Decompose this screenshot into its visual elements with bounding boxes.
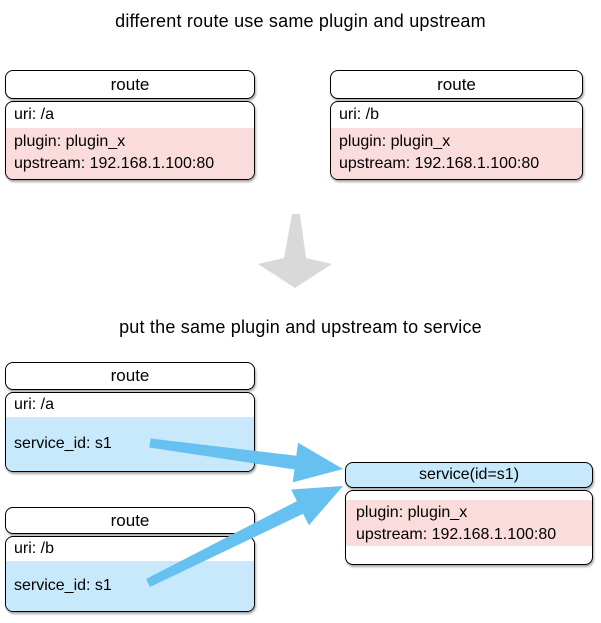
bottom-route-a-header: route (5, 362, 255, 390)
top-route-b-header-label: route (437, 74, 476, 94)
top-route-a-upstream: upstream: 192.168.1.100:80 (14, 155, 215, 172)
bottom-route-b-uri: uri: /b (14, 540, 55, 557)
bottom-route-a-body: uri: /a service_id: s1 (5, 392, 255, 472)
top-route-b-plugin: plugin: plugin_x (339, 133, 451, 150)
bottom-route-b-service-id: service_id: s1 (14, 577, 112, 594)
top-section-title: different route use same plugin and upst… (115, 11, 486, 31)
bottom-route-a-service-id-section: service_id: s1 (6, 417, 254, 471)
top-route-a-body: uri: /a plugin: plugin_x upstream: 192.1… (5, 101, 255, 180)
top-route-b-body: uri: /b plugin: plugin_x upstream: 192.1… (330, 101, 583, 180)
top-route-a-uri: uri: /a (14, 106, 55, 123)
bottom-route-b-body: uri: /b service_id: s1 (5, 536, 255, 612)
service-body: plugin: plugin_x upstream: 192.168.1.100… (345, 490, 593, 565)
service-header-label: service(id=s1) (418, 466, 520, 483)
bottom-route-a-service-id: service_id: s1 (14, 435, 112, 452)
top-route-b-header: route (330, 70, 583, 99)
service-header: service(id=s1) (345, 462, 593, 488)
service-plugin-upstream-section: plugin: plugin_x upstream: 192.168.1.100… (346, 500, 592, 546)
top-route-b-plugin-upstream-section: plugin: plugin_x upstream: 192.168.1.100… (331, 128, 582, 179)
top-route-b-upstream: upstream: 192.168.1.100:80 (339, 155, 540, 172)
bottom-section-title: put the same plugin and upstream to serv… (119, 317, 482, 337)
top-route-a-header-label: route (110, 74, 150, 94)
service-plugin: plugin: plugin_x (356, 504, 468, 521)
down-transition-arrow-icon (258, 214, 332, 288)
service-upstream: upstream: 192.168.1.100:80 (356, 526, 557, 543)
bottom-route-b-service-id-section: service_id: s1 (6, 561, 254, 611)
top-route-a-plugin: plugin: plugin_x (14, 133, 126, 150)
bottom-route-b-header-label: route (110, 510, 150, 530)
bottom-route-b-header: route (5, 507, 255, 534)
top-route-b-uri: uri: /b (339, 106, 380, 123)
top-route-a-plugin-upstream-section: plugin: plugin_x upstream: 192.168.1.100… (6, 128, 254, 179)
bottom-route-a-uri: uri: /a (14, 396, 55, 413)
bottom-route-a-header-label: route (110, 366, 150, 385)
top-route-a-header: route (5, 70, 255, 99)
